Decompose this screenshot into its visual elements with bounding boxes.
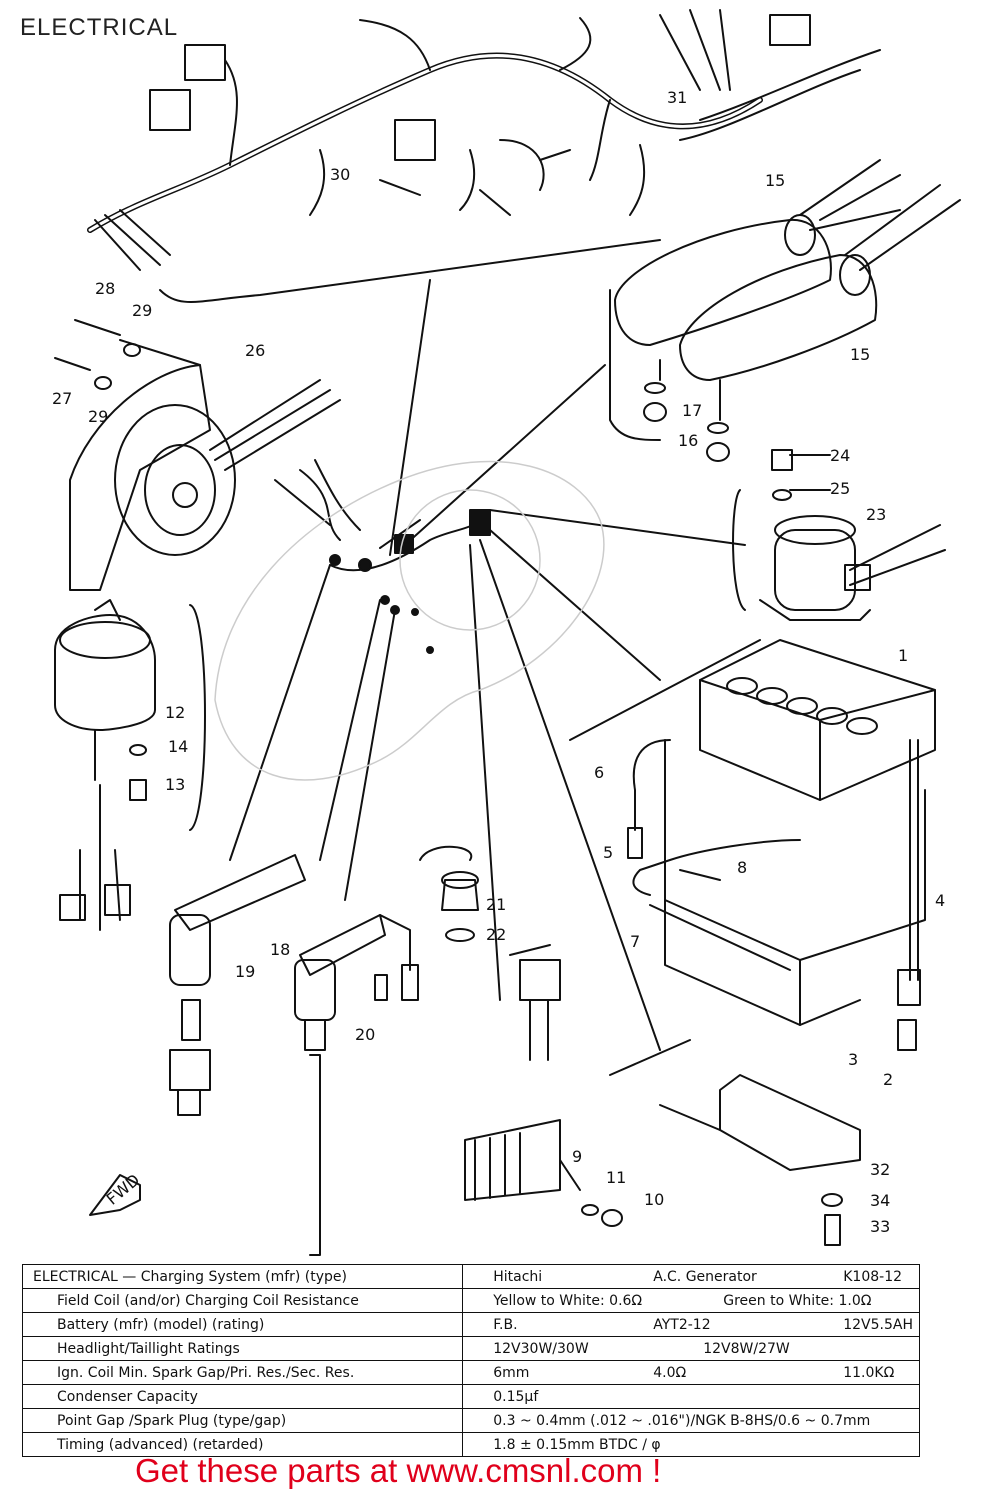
spec-row: Ign. Coil Min. Spark Gap/Pri. Res./Sec. … [21, 1360, 920, 1385]
ignition-coils [614, 159, 961, 381]
battery [664, 639, 936, 1051]
part-label-18: 18 [270, 940, 290, 959]
part-label-1: 1 [898, 646, 908, 665]
part-label-31: 31 [667, 88, 687, 107]
spec-label: Field Coil (and/or) Charging Coil Resist… [21, 1288, 464, 1313]
part-label-20: 20 [355, 1025, 375, 1044]
harness-junction [299, 459, 491, 654]
part-label-32: 32 [870, 1160, 890, 1179]
part-label-14: 14 [168, 737, 188, 756]
part-label-30: 30 [330, 165, 350, 184]
spec-label: Battery (mfr) (model) (rating) [21, 1312, 464, 1337]
part-label-26: 26 [245, 341, 265, 360]
spec-row: Timing (advanced) (retarded) 1.8 ± 0.15m… [21, 1432, 920, 1457]
wire-harness [87, 9, 881, 271]
part-label-9: 9 [572, 1147, 582, 1166]
part-label-24: 24 [830, 446, 850, 465]
horn [69, 339, 341, 591]
part-label-29: 29 [88, 407, 108, 426]
spec-label: Condenser Capacity [21, 1384, 464, 1409]
part-label-22: 22 [486, 925, 506, 944]
cover-part [659, 1074, 861, 1171]
spec-label: Timing (advanced) (retarded) [21, 1432, 464, 1457]
part-label-10: 10 [644, 1190, 664, 1209]
promo-link-text[interactable]: Get these parts at www.cmsnl.com ! [135, 1452, 662, 1489]
part-label-11: 11 [606, 1168, 626, 1187]
part-label-13: 13 [165, 775, 185, 794]
part-label-28: 28 [95, 279, 115, 298]
spec-row: ELECTRICAL — Charging System (mfr) (type… [21, 1264, 920, 1289]
part-label-19: 19 [235, 962, 255, 981]
spec-value: 0.3 ~ 0.4mm (.012 ~ .016")/NGK B-8HS/0.6… [462, 1408, 920, 1433]
part-label-5: 5 [603, 843, 613, 862]
spark-plug-cap [169, 854, 306, 1116]
part-label-27: 27 [52, 389, 72, 408]
part-label-6: 6 [594, 763, 604, 782]
part-label-4: 4 [935, 891, 945, 910]
electrical-exploded-diagram: 30 31 15 15 28 29 27 29 26 17 16 24 25 2… [52, 9, 961, 1256]
main-switch [54, 599, 156, 931]
spark-plug-cap-2 [294, 914, 419, 1256]
part-label-2: 2 [883, 1070, 893, 1089]
electrical-spec-table: ELECTRICAL — Charging System (mfr) (type… [21, 1264, 920, 1457]
part-label-34: 34 [870, 1191, 890, 1210]
rectifier [464, 959, 623, 1227]
part-label-33: 33 [870, 1217, 890, 1236]
spec-row: Condenser Capacity 0.15μf [21, 1384, 920, 1409]
part-label-15: 15 [765, 171, 785, 190]
part-label-8: 8 [737, 858, 747, 877]
part-label-7: 7 [630, 932, 640, 951]
part-label-23: 23 [866, 505, 886, 524]
spec-row: Field Coil (and/or) Charging Coil Resist… [21, 1288, 920, 1313]
spec-label: ELECTRICAL — Charging System (mfr) (type… [21, 1264, 464, 1289]
spec-row: Battery (mfr) (model) (rating) F.B.AYT2-… [21, 1312, 920, 1337]
spec-label: Headlight/Taillight Ratings [21, 1336, 464, 1361]
page-title: ELECTRICAL [20, 14, 179, 41]
starter-relay [759, 515, 946, 621]
spec-label: Point Gap /Spark Plug (type/gap) [21, 1408, 464, 1433]
part-label-25: 25 [830, 479, 850, 498]
spec-label: Ign. Coil Min. Spark Gap/Pri. Res./Sec. … [21, 1360, 464, 1385]
fwd-arrow-label: FWD [103, 1170, 144, 1209]
part-label-15: 15 [850, 345, 870, 364]
part-label-12: 12 [165, 703, 185, 722]
spec-row: Point Gap /Spark Plug (type/gap) 0.3 ~ 0… [21, 1408, 920, 1433]
part-label-21: 21 [486, 895, 506, 914]
spec-value: 0.15μf [462, 1384, 920, 1409]
part-label-29: 29 [132, 301, 152, 320]
spec-value: 1.8 ± 0.15mm BTDC / φ [462, 1432, 920, 1457]
part-label-17: 17 [682, 401, 702, 420]
part-label-16: 16 [678, 431, 698, 450]
part-label-3: 3 [848, 1050, 858, 1069]
